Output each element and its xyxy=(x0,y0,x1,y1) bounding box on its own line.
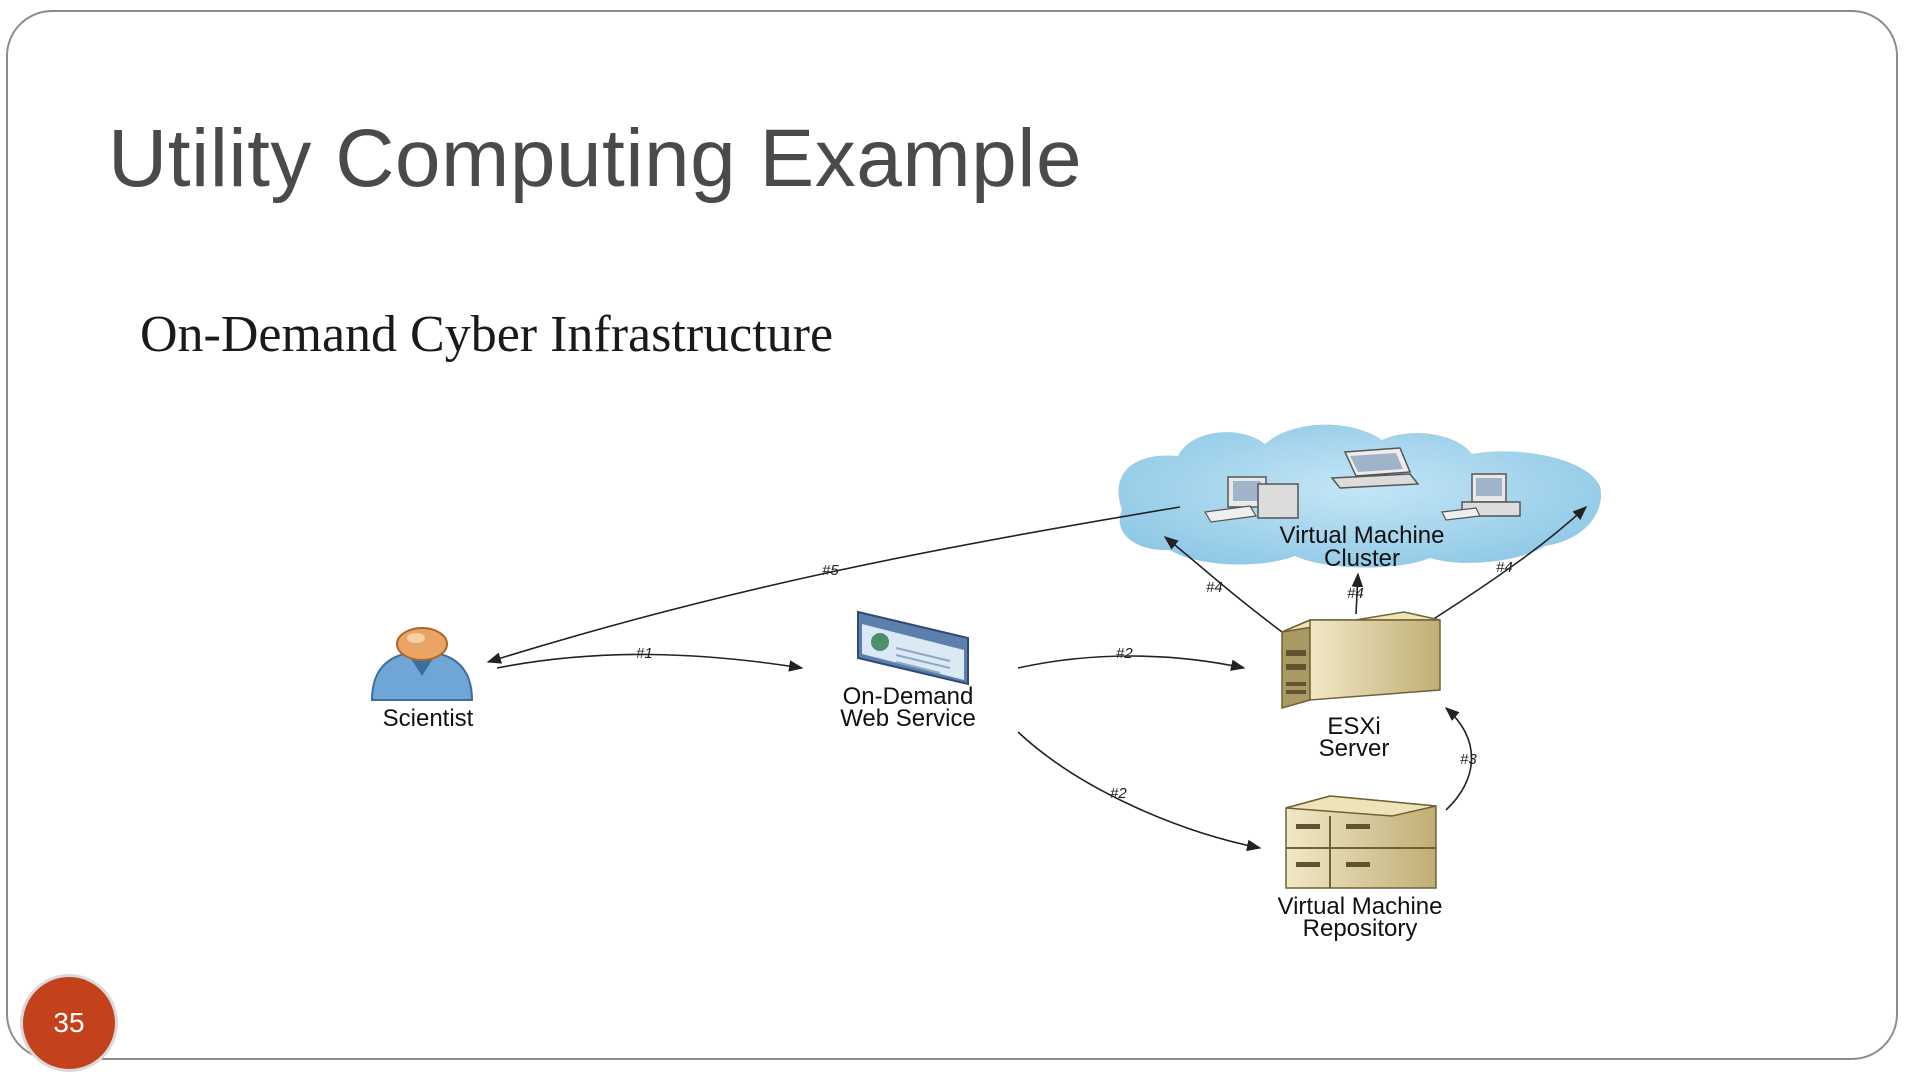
cloud-shape xyxy=(1118,424,1602,568)
edge-label-2a: #2 xyxy=(1116,645,1133,662)
cluster-label-line1: Virtual Machine xyxy=(1280,522,1445,549)
edge-2a xyxy=(1017,655,1246,671)
edge-4b xyxy=(1351,572,1364,615)
workstation-icon xyxy=(1441,473,1521,521)
storage-repository-icon xyxy=(1285,795,1437,889)
edge-5 xyxy=(486,506,1181,664)
edge-label-1: #1 xyxy=(636,645,653,662)
server-icon xyxy=(1281,611,1441,709)
scientist-label: Scientist xyxy=(383,705,474,732)
edge-label-5: #5 xyxy=(822,562,839,579)
page-number-badge: 35 xyxy=(20,974,118,1072)
repository-label-line2: Repository xyxy=(1303,915,1418,942)
edge-1 xyxy=(496,653,804,672)
slide-frame xyxy=(6,10,1898,1060)
edge-4c xyxy=(1431,506,1588,621)
edge-label-4c: #4 xyxy=(1496,559,1513,576)
edge-3 xyxy=(1444,707,1473,811)
laptop-icon xyxy=(1330,447,1420,489)
edges xyxy=(486,506,1588,852)
edge-label-4b: #4 xyxy=(1347,585,1364,602)
web-service-label-line1: On-Demand xyxy=(843,683,974,710)
desktop-computer-icon xyxy=(1204,476,1299,523)
edge-label-2b: #2 xyxy=(1110,785,1127,802)
edge-label-4a: #4 xyxy=(1206,579,1223,596)
scientist-person-icon xyxy=(370,627,474,701)
edge-label-3: #3 xyxy=(1460,751,1477,768)
slide-subtitle: On-Demand Cyber Infrastructure xyxy=(140,306,834,363)
web-page-icon xyxy=(857,610,969,686)
edge-2b xyxy=(1017,731,1262,852)
web-service-label-line2: Web Service xyxy=(840,705,976,732)
cluster-label-line2: Cluster xyxy=(1324,545,1400,572)
esxi-label-line1: ESXi xyxy=(1327,713,1380,740)
esxi-label-line2: Server xyxy=(1319,735,1390,762)
edge-4a xyxy=(1163,536,1283,633)
slide-title: Utility Computing Example xyxy=(108,113,1083,204)
repository-label-line1: Virtual Machine xyxy=(1278,893,1443,920)
